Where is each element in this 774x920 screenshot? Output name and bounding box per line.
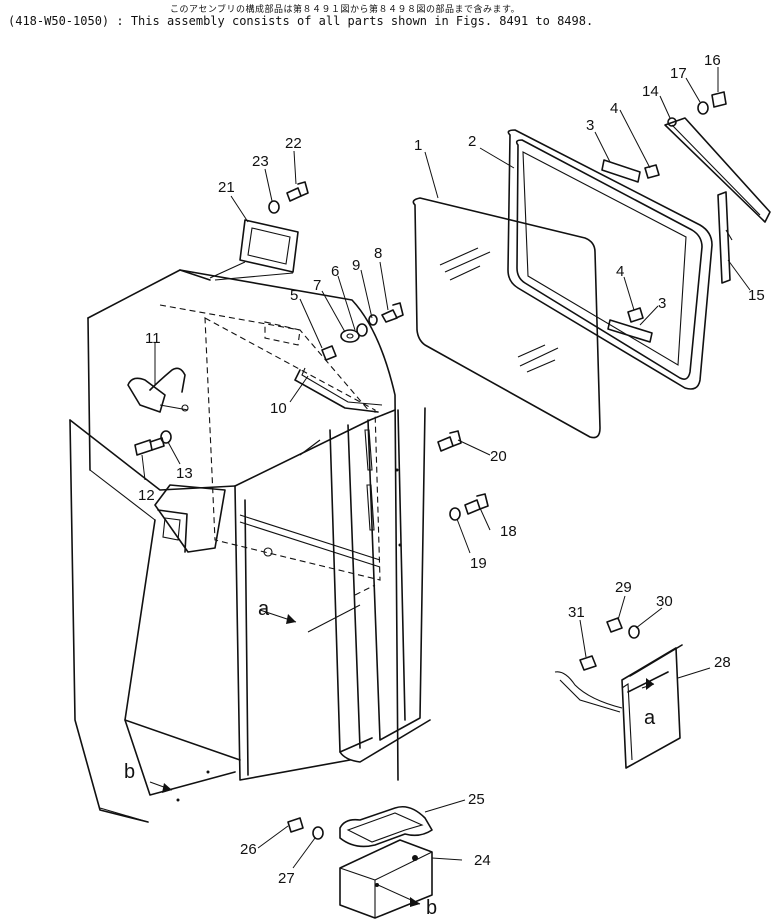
callout-labels: 1 2 3 4 4 3 5 6 7 8 9 10 11 12 13 14 15 … [138,52,765,887]
callout-4-upper: 4 [610,100,618,117]
callout-6: 6 [331,263,339,280]
part-22-bolt [286,181,309,202]
part-19-washer [449,507,461,521]
part-3-clip-lower [607,319,653,343]
leader-lines [141,67,751,907]
part-16-nut [711,91,727,108]
reference-letters: a a b b [124,598,656,919]
part-29-bolt [606,617,623,633]
callout-10: 10 [270,400,287,417]
part-18-bolt [464,493,489,515]
callout-13: 13 [176,465,193,482]
ref-a-cab: a [258,598,270,620]
callout-18: 18 [500,523,517,540]
callout-25: 25 [468,791,485,808]
part-11-wiper-motor [127,367,189,413]
callout-14: 14 [642,83,659,100]
part-24-box [339,839,433,919]
callout-17: 17 [670,65,687,82]
header-english-note: (418-W50-1050) : This assembly consists … [8,14,594,28]
part-23-washer [268,200,280,214]
callout-30: 30 [656,593,673,610]
callout-4-lower: 4 [616,263,624,280]
part-6-washer [356,323,368,337]
part-13-washer [160,430,172,444]
callout-3-lower: 3 [658,295,666,312]
part-17-washer [697,101,709,115]
part-1-glass [412,197,601,439]
callout-2: 2 [468,133,476,150]
part-9-washer [368,314,378,326]
part-4-screw-lower [627,307,644,323]
callout-16: 16 [704,52,721,69]
callout-31: 31 [568,604,585,621]
callout-22: 22 [285,135,302,152]
callout-24: 24 [474,852,491,869]
part-10-wire-harness [294,367,383,413]
part-15-wiper-blade [717,191,733,284]
callout-5: 5 [290,287,298,304]
callout-3-upper: 3 [586,117,594,134]
part-2-weather-strip [507,129,713,390]
part-3-clip-upper [601,159,641,183]
part-28-bracket [554,644,683,769]
header-japanese-note: このアセンブリの構成部品は第８４９１図から第８４９８図の部品まで含みます。 [170,5,521,15]
callout-1: 1 [414,137,422,154]
ref-b-box: b [426,897,437,919]
part-27-washer [312,826,324,840]
part-5-nut [321,345,337,361]
part-21-plate [209,219,299,281]
callout-8: 8 [374,245,382,262]
callout-23: 23 [252,153,269,170]
part-14-wiper-arm [664,117,771,223]
callout-7: 7 [313,277,321,294]
callout-20: 20 [490,448,507,465]
part-12-bolt [134,437,165,456]
ref-b-cab: b [124,761,135,783]
part-20-bolt [437,430,462,452]
callout-11: 11 [145,330,161,347]
part-8-bolt [381,302,404,323]
callout-26: 26 [240,841,257,858]
part-25-gasket [339,805,433,848]
callout-12: 12 [138,487,155,504]
part-7-grommet [340,329,360,343]
callout-19: 19 [470,555,487,572]
cab-body [69,269,431,823]
callout-15: 15 [748,287,765,304]
ref-a-bracket: a [644,707,656,729]
part-26-bolt [287,817,304,833]
part-31-bolt [579,655,597,671]
callout-28: 28 [714,654,731,671]
callout-29: 29 [615,579,632,596]
callout-21: 21 [218,179,235,196]
callout-9: 9 [352,257,360,274]
part-4-screw-upper [644,164,660,179]
callout-27: 27 [278,870,295,887]
part-30-washer [628,625,640,639]
